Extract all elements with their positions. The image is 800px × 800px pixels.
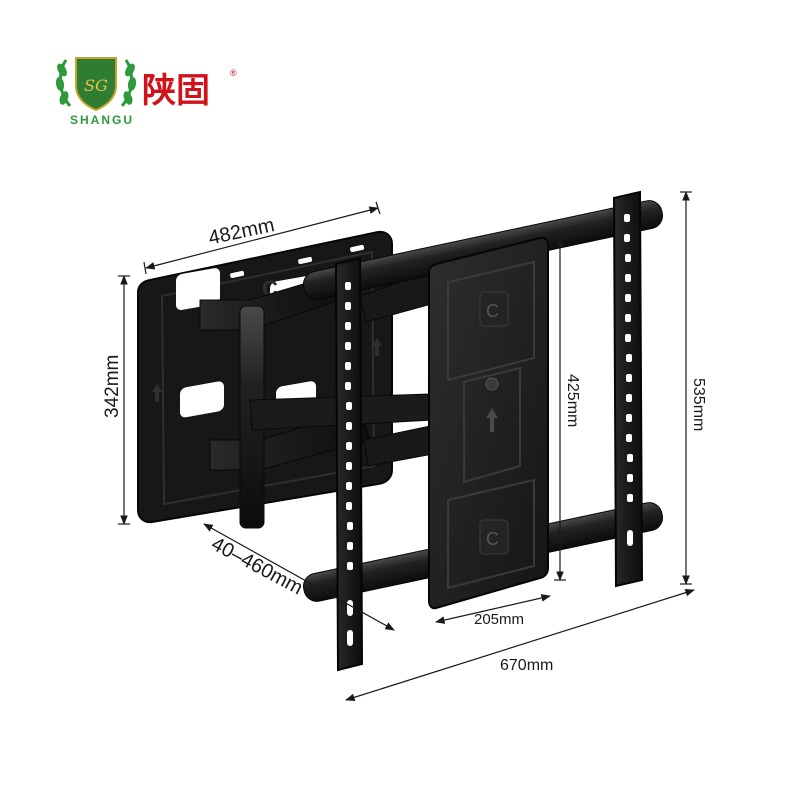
tv-bracket-right bbox=[612, 190, 644, 588]
up-arrow-icon bbox=[486, 408, 498, 432]
dim-center-plate-width: 205mm bbox=[474, 611, 524, 628]
dim-top-width: 482mm bbox=[207, 214, 277, 249]
svg-text:C: C bbox=[486, 529, 499, 549]
brand-name-en: SHANGU bbox=[70, 113, 134, 127]
brand-logo: SG 陕固 ® SHANGU bbox=[55, 57, 237, 127]
tv-bracket-left bbox=[334, 256, 364, 672]
svg-text:C: C bbox=[486, 301, 499, 321]
registered-mark: ® bbox=[230, 68, 237, 78]
dim-total-height: 535mm bbox=[690, 378, 707, 431]
dim-extension: 40–460mm bbox=[208, 533, 307, 599]
dim-vesa-height: 425mm bbox=[564, 374, 581, 427]
dim-wall-plate-height: 342mm bbox=[102, 355, 123, 418]
shield-icon bbox=[75, 57, 117, 112]
brand-name-cn: 陕固 bbox=[142, 71, 210, 111]
brand-monogram: SG bbox=[84, 76, 108, 95]
laurel-wreath-icon bbox=[55, 59, 137, 107]
center-plate: C C bbox=[428, 236, 549, 610]
dim-total-width: 670mm bbox=[500, 657, 553, 674]
swing-arms bbox=[199, 267, 447, 529]
dimension-lines bbox=[118, 191, 695, 702]
